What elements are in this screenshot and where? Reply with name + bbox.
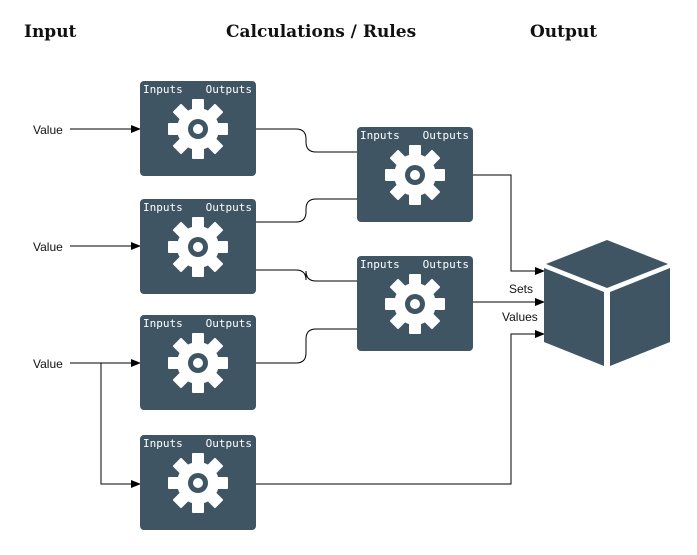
inputs-port-label: Inputs [143,201,183,214]
inputs-port-label: Inputs [143,317,183,330]
inputs-port-label: Inputs [360,258,400,271]
arrow-rule4-to-output [256,330,545,485]
gear-icon [385,274,445,334]
inputs-port-label: Inputs [143,437,183,450]
connector-rule1-to-combiner1 [256,128,357,153]
combiner-box-1[interactable]: Inputs Outputs [357,127,473,222]
connector-rule3-to-combiner2 [256,328,357,364]
heading-calculations: Calculations / Rules [226,22,417,42]
combiner-box-2[interactable]: Inputs Outputs [357,256,473,351]
rule-box-1[interactable]: Inputs Outputs [140,81,256,176]
rule-box-4[interactable]: Inputs Outputs [140,435,256,530]
outputs-port-label: Outputs [205,437,252,450]
rule-box-2[interactable]: Inputs Outputs [140,199,256,294]
heading-output: Output [530,22,598,42]
gear-icon [168,217,228,277]
input-value-label-2: Value [33,240,63,254]
inputs-port-label: Inputs [143,83,183,96]
rule-box-3[interactable]: Inputs Outputs [140,315,256,410]
arrow-combiner1-to-output [472,174,545,275]
input-value-label-3: Value [33,357,63,371]
outputs-port-label: Outputs [205,201,252,214]
cube-icon [544,240,670,366]
gear-icon [168,453,228,513]
connector-rule2-to-combiner1 [256,198,357,223]
gear-icon [385,145,445,205]
outputs-port-label: Outputs [205,317,252,330]
output-label-values: Values [502,310,538,324]
arrow-input-3-branch [100,363,141,488]
gear-icon [168,333,228,393]
outputs-port-label: Outputs [205,83,252,96]
connector-rule2-to-combiner2 [256,269,357,282]
heading-input: Input [24,22,77,42]
outputs-port-label: Outputs [422,258,469,271]
input-value-label-1: Value [33,123,63,137]
inputs-port-label: Inputs [360,129,400,142]
gear-icon [168,99,228,159]
output-label-sets: Sets [509,282,533,296]
outputs-port-label: Outputs [422,129,469,142]
